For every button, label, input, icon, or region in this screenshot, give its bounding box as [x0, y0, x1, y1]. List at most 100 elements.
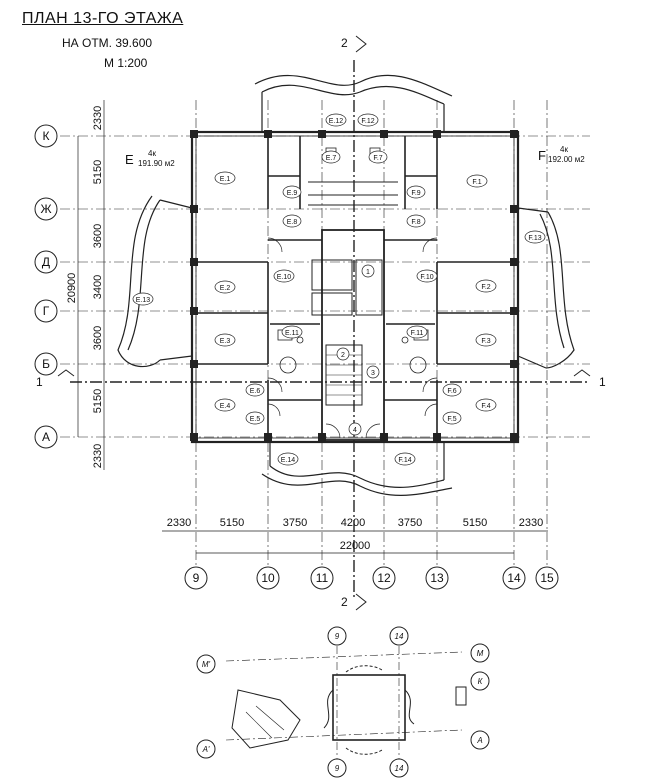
- vertical-grid-lines: [195, 100, 548, 570]
- plan-level: НА ОТМ. 39.600: [62, 36, 153, 50]
- core-4: 4: [353, 427, 357, 434]
- page-title: ПЛАН 13-ГО ЭТАЖА: [22, 10, 184, 27]
- section-mark-top: 2: [341, 36, 348, 50]
- room-labels-e: E.1 E.2 E.3 E.4 E.5 E.6 E.7 E.8 E.9 E.10…: [136, 118, 344, 464]
- axis-label-14: 14: [507, 571, 521, 585]
- room-e6: E.6: [250, 388, 261, 395]
- dim-l-7: 2330: [92, 444, 104, 468]
- room-f14: F.14: [398, 457, 411, 464]
- section-mark-left: 1: [36, 375, 43, 389]
- apt-f-type: 4к: [560, 145, 568, 154]
- dim-l-2: 5150: [92, 160, 104, 184]
- doors: [267, 237, 438, 439]
- dimension-lines: [77, 100, 548, 554]
- key-axis-9-top: 9: [335, 632, 340, 641]
- building-core: [308, 181, 398, 441]
- axis-label-13: 13: [430, 571, 444, 585]
- room-f5: F.5: [447, 416, 456, 423]
- dim-l-1: 2330: [92, 106, 104, 130]
- axis-markers-bottom: 9 10 11 12 13 14 15: [184, 566, 559, 590]
- apt-f-letter: F: [538, 148, 546, 163]
- key-axis-m: М: [477, 649, 484, 658]
- section-mark-right: 1: [599, 375, 606, 389]
- room-f8: F.8: [411, 219, 420, 226]
- balconies: [117, 74, 575, 496]
- dim-b-total: 22000: [340, 540, 371, 552]
- room-e2: E.2: [220, 285, 231, 292]
- key-axis-14-top: 14: [395, 632, 404, 641]
- room-tags-f: [357, 113, 546, 466]
- room-e4: E.4: [220, 403, 231, 410]
- room-f9: F.9: [411, 190, 420, 197]
- key-axis-14-bottom: 14: [395, 764, 404, 773]
- key-axis-m-prime: М': [202, 660, 211, 669]
- room-f2: F.2: [481, 284, 490, 291]
- dim-b-7: 2330: [519, 517, 543, 529]
- apartment-e-label: E 4к 191.90 м2: [125, 149, 175, 168]
- apt-e-area: 191.90 м2: [138, 159, 175, 168]
- room-e3: E.3: [220, 338, 231, 345]
- dim-b-2: 5150: [220, 517, 244, 529]
- interior-walls: [196, 136, 514, 438]
- room-tags-e: [132, 113, 347, 466]
- apartment-f-label: F 4к 192.00 м2: [538, 145, 585, 164]
- axis-markers-left: К Ж Д Г Б А: [34, 124, 58, 449]
- room-f6: F.6: [447, 388, 456, 395]
- dim-b-4: 4200: [341, 517, 365, 529]
- core-2: 2: [341, 352, 345, 359]
- axis-label-k: К: [43, 129, 50, 143]
- axis-label-15: 15: [540, 571, 554, 585]
- dim-l-total: 20900: [66, 273, 78, 304]
- room-labels-f: F.1 F.2 F.3 F.4 F.5 F.6 F.7 F.8 F.9 F.10…: [361, 118, 541, 464]
- room-e7: E.7: [326, 155, 337, 162]
- room-e13: E.13: [136, 297, 151, 304]
- dim-b-6: 5150: [463, 517, 487, 529]
- horizontal-grid-lines: [60, 135, 590, 438]
- room-f10: F.10: [420, 274, 433, 281]
- dim-b-1: 2330: [167, 517, 191, 529]
- bottom-dimensions: 2330 5150 3750 4200 3750 5150 2330 22000: [167, 517, 543, 552]
- key-axis-k: К: [478, 677, 484, 686]
- room-f13: F.13: [528, 235, 541, 242]
- axis-label-b: Б: [42, 357, 50, 371]
- room-f1: F.1: [472, 179, 481, 186]
- room-e8: E.8: [287, 219, 298, 226]
- axis-label-d: Д: [42, 255, 50, 269]
- core-1: 1: [366, 269, 370, 276]
- core-number-labels: 1 2 3 4: [341, 269, 375, 434]
- dim-l-5: 3600: [92, 326, 104, 350]
- plan-scale: М 1:200: [104, 56, 148, 70]
- core-3: 3: [371, 370, 375, 377]
- apt-e-type: 4к: [148, 149, 156, 158]
- room-e1: E.1: [220, 176, 231, 183]
- axis-label-zh: Ж: [40, 202, 51, 216]
- room-f3: F.3: [481, 338, 490, 345]
- left-dimensions: 2330 5150 3600 3400 3600 5150 2330 20900: [66, 106, 104, 468]
- apt-f-area: 192.00 м2: [548, 155, 585, 164]
- room-e9: E.9: [287, 190, 298, 197]
- axis-label-12: 12: [377, 571, 391, 585]
- key-axis-9-bottom: 9: [335, 764, 340, 773]
- exterior-walls: [190, 130, 520, 444]
- room-e11: E.11: [285, 330, 299, 337]
- dim-l-3: 3600: [92, 224, 104, 248]
- room-e12: E.12: [329, 118, 344, 125]
- room-f4: F.4: [481, 403, 490, 410]
- room-f12: F.12: [361, 118, 374, 125]
- axis-label-11: 11: [316, 571, 329, 585]
- core-number-tags: [336, 264, 380, 436]
- dim-l-6: 5150: [92, 389, 104, 413]
- axis-label-g: Г: [43, 304, 50, 318]
- key-axis-a: А: [476, 736, 482, 745]
- axis-label-9: 9: [193, 571, 200, 585]
- section-marks: 2 2 1 1: [36, 35, 606, 611]
- room-f11: F.11: [411, 330, 424, 337]
- key-axis-a-prime: А': [202, 745, 210, 754]
- room-e10: E.10: [277, 274, 292, 281]
- section-mark-bottom: 2: [341, 595, 348, 609]
- room-e14: E.14: [281, 457, 296, 464]
- axis-label-a: А: [42, 430, 50, 444]
- room-e5: E.5: [250, 416, 261, 423]
- room-f7: F.7: [373, 155, 382, 162]
